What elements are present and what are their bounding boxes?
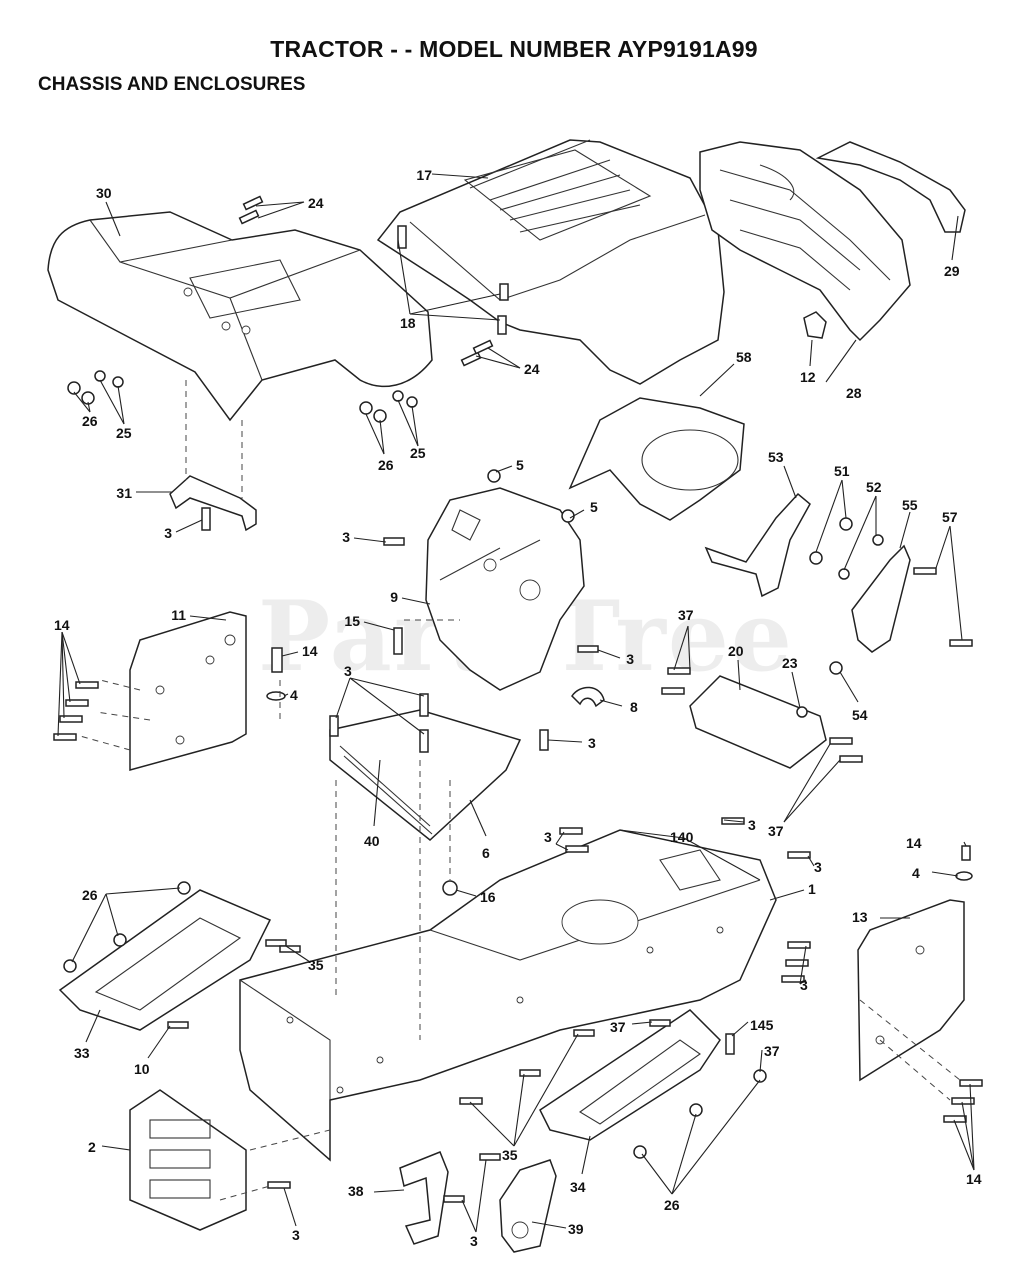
callout-10: 10 (134, 1061, 150, 1077)
callout-14: 14 (302, 643, 318, 659)
callout-34: 34 (570, 1179, 586, 1195)
callout-3: 3 (164, 525, 172, 541)
callout-6: 6 (482, 845, 490, 861)
callout-37: 37 (610, 1019, 626, 1035)
callout-33: 33 (74, 1045, 90, 1061)
assembly-lines (79, 380, 961, 1201)
callout-20: 20 (728, 643, 744, 659)
part-clip (803, 311, 827, 339)
callout-30: 30 (96, 185, 112, 201)
part-hood (376, 139, 725, 385)
callout-51: 51 (834, 463, 850, 479)
callout-4: 4 (290, 687, 298, 703)
callout-140: 140 (670, 829, 694, 845)
leader-lines (57, 173, 975, 1233)
callout-26: 26 (664, 1197, 680, 1213)
callout-39: 39 (568, 1221, 584, 1237)
callout-9: 9 (390, 589, 398, 605)
callout-24: 24 (308, 195, 324, 211)
part-front-plate (129, 1089, 247, 1231)
callout-29: 29 (944, 263, 960, 279)
part-bracket-right (851, 544, 911, 653)
part-bracket-31 (169, 475, 257, 532)
callout-3: 3 (342, 529, 350, 545)
callout-53: 53 (768, 449, 784, 465)
callout-11: 11 (171, 607, 186, 623)
callout-labels: 17 30 24 18 29 24 12 28 58 26 25 26 25 5… (54, 167, 982, 1249)
callout-3: 3 (292, 1227, 300, 1243)
callout-28: 28 (846, 385, 862, 401)
callout-35: 35 (502, 1147, 518, 1163)
part-main-frame (239, 829, 777, 1162)
callout-3: 3 (626, 651, 634, 667)
callout-14: 14 (906, 835, 922, 851)
callout-24: 24 (524, 361, 540, 377)
callout-14: 14 (54, 617, 70, 633)
callout-37: 37 (764, 1043, 780, 1059)
part-bracket-left (704, 492, 811, 598)
callout-38: 38 (348, 1183, 364, 1199)
part-dash-shield (568, 397, 745, 521)
callout-37: 37 (678, 607, 694, 623)
part-footrest-right (539, 1009, 721, 1141)
callout-3: 3 (470, 1233, 478, 1249)
part-plate-20 (689, 675, 827, 769)
callout-37: 37 (768, 823, 784, 839)
callout-3: 3 (800, 977, 808, 993)
callout-25: 25 (116, 425, 132, 441)
callout-54: 54 (852, 707, 868, 723)
part-dashboard (425, 487, 585, 691)
part-footrest-left (58, 889, 272, 1031)
part-nose-cover (815, 141, 966, 233)
callout-58: 58 (736, 349, 752, 365)
callout-12: 12 (800, 369, 816, 385)
callout-3: 3 (588, 735, 596, 751)
part-grille (699, 141, 911, 342)
callout-1: 1 (808, 881, 816, 897)
callout-26: 26 (82, 887, 98, 903)
part-bracket-39 (499, 1159, 557, 1253)
callout-35: 35 (308, 957, 324, 973)
diagram-subtitle: CHASSIS AND ENCLOSURES (38, 74, 306, 95)
part-fender (47, 211, 433, 422)
callout-26: 26 (378, 457, 394, 473)
part-bracket-38 (399, 1151, 449, 1245)
callout-26: 26 (82, 413, 98, 429)
callout-40: 40 (364, 833, 380, 849)
callout-5: 5 (590, 499, 598, 515)
part-right-side-panel (857, 899, 965, 1082)
callout-4: 4 (912, 865, 920, 881)
callout-57: 57 (942, 509, 958, 525)
callout-16: 16 (480, 889, 496, 905)
callout-13: 13 (852, 909, 868, 925)
callout-8: 8 (630, 699, 638, 715)
callout-15: 15 (344, 613, 360, 629)
callout-145: 145 (750, 1017, 774, 1033)
callout-2: 2 (88, 1139, 96, 1155)
callout-3: 3 (748, 817, 756, 833)
callout-3: 3 (344, 663, 352, 679)
part-left-side-panel (129, 611, 247, 771)
callout-3: 3 (544, 829, 552, 845)
callout-18: 18 (400, 315, 416, 331)
callout-52: 52 (866, 479, 882, 495)
diagram-title: TRACTOR - - MODEL NUMBER AYP9191A99 (270, 36, 758, 62)
callout-23: 23 (782, 655, 798, 671)
callout-14: 14 (966, 1171, 982, 1187)
callout-25: 25 (410, 445, 426, 461)
callout-31: 31 (116, 485, 132, 501)
callout-5: 5 (516, 457, 524, 473)
callout-55: 55 (902, 497, 918, 513)
callout-3: 3 (814, 859, 822, 875)
callout-17: 17 (416, 167, 432, 183)
